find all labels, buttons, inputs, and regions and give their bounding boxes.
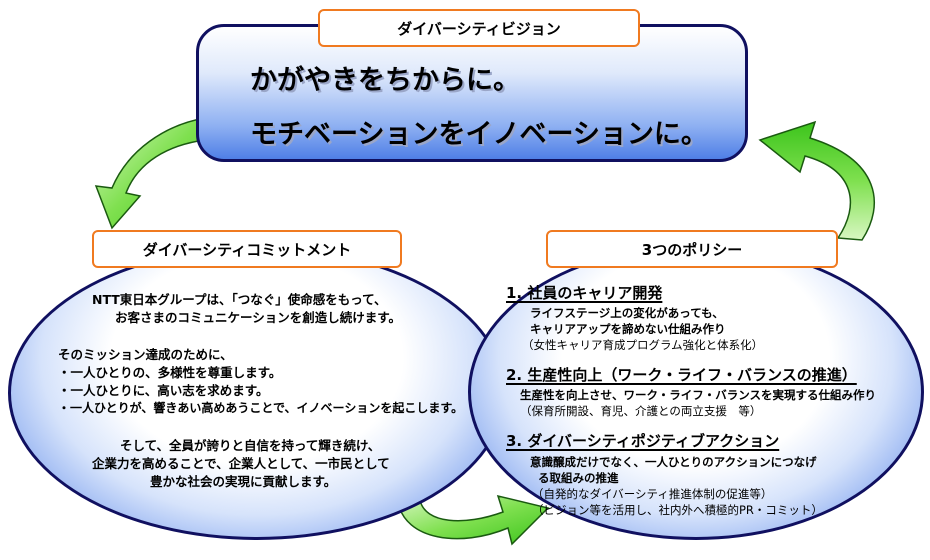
- policy-1-heading: 1. 社員のキャリア開発: [506, 282, 662, 303]
- commitment-bullet-1: ・一人ひとりの、多様性を尊重します。: [58, 365, 282, 380]
- policies-ellipse: [468, 244, 924, 540]
- commitment-bullet-2: ・一人ひとりに、高い志を求めます。: [58, 383, 269, 398]
- policy-3-heading-text: 3. ダイバーシティポジティブアクション: [506, 432, 780, 450]
- policy-2-heading: 2. 生産性向上（ワーク・ライフ・バランスの推進）: [506, 364, 857, 385]
- vision-label: ダイバーシティビジョン: [318, 9, 640, 47]
- policies-label: 3つのポリシー: [546, 230, 838, 268]
- commitment-closing-3: 豊かな社会の実現に貢献します。: [150, 474, 337, 489]
- policy-2-note: （保育所開設、育児、介護との両立支援 等）: [520, 404, 762, 418]
- policy-1-line-1-text: ライフステージ上の変化があっても、: [530, 306, 724, 320]
- arrow-policies-to-vision: [758, 120, 875, 241]
- vision-line-1: かがやきをちからに。: [250, 65, 520, 96]
- policy-3-line-2-text: る取組みの推進: [538, 471, 619, 485]
- commitment-ellipse: [8, 246, 506, 540]
- arrow-commitment-to-policies: [397, 494, 550, 546]
- policy-1-line-2-text: キャリアアップを諦めない仕組み作り: [530, 322, 726, 336]
- policy-2-line-1-text: 生産性を向上させ、ワーク・ライフ・バランスを実現する仕組み作り: [520, 388, 877, 402]
- policy-3-note-2: （ビジョン等を活用し、社内外へ積極的PR・コミット）: [532, 503, 823, 517]
- commitment-closing-2: 企業力を高めることで、企業人として、一市民として: [92, 456, 390, 471]
- policy-3-line-1-text: 意識醸成だけでなく、一人ひとりのアクションにつなげ: [530, 455, 817, 469]
- policy-1-note: （女性キャリア育成プログラム強化と体系化）: [522, 338, 764, 352]
- commitment-mission-lead: そのミッション達成のために、: [58, 347, 233, 362]
- policy-3-note-1: （自発的なダイバーシティ推進体制の促進等）: [532, 487, 773, 501]
- policy-1-line-2: キャリアアップを諦めない仕組み作り: [530, 321, 726, 337]
- arrow-vision-to-commitment: [94, 117, 206, 230]
- commitment-closing-1: そして、全員が誇りと自信を持って輝き続け、: [120, 438, 381, 453]
- policy-2-heading-text: 2. 生産性向上（ワーク・ライフ・バランスの推進）: [506, 366, 857, 384]
- commitment-intro-2: お客さまのコミュニケーションを創造し続けます。: [115, 310, 402, 325]
- policy-3-line-1: 意識醸成だけでなく、一人ひとりのアクションにつなげ: [530, 454, 817, 470]
- commitment-label: ダイバーシティコミットメント: [92, 230, 402, 268]
- policy-2-line-1: 生産性を向上させ、ワーク・ライフ・バランスを実現する仕組み作り: [520, 387, 876, 403]
- vision-line-2: モチベーションをイノベーションに。: [250, 119, 708, 150]
- commitment-bullet-3: ・一人ひとりが、響きあい高めあうことで、イノベーションを起こします。: [58, 401, 464, 415]
- policy-1-heading-text: 1. 社員のキャリア開発: [506, 284, 663, 302]
- policy-3-line-2: る取組みの推進: [538, 470, 619, 486]
- policy-1-line-1: ライフステージ上の変化があっても、: [530, 305, 724, 321]
- policy-3-heading: 3. ダイバーシティポジティブアクション: [506, 430, 779, 451]
- commitment-intro-1: NTT東日本グループは、「つなぐ」使命感をもって、: [92, 292, 387, 307]
